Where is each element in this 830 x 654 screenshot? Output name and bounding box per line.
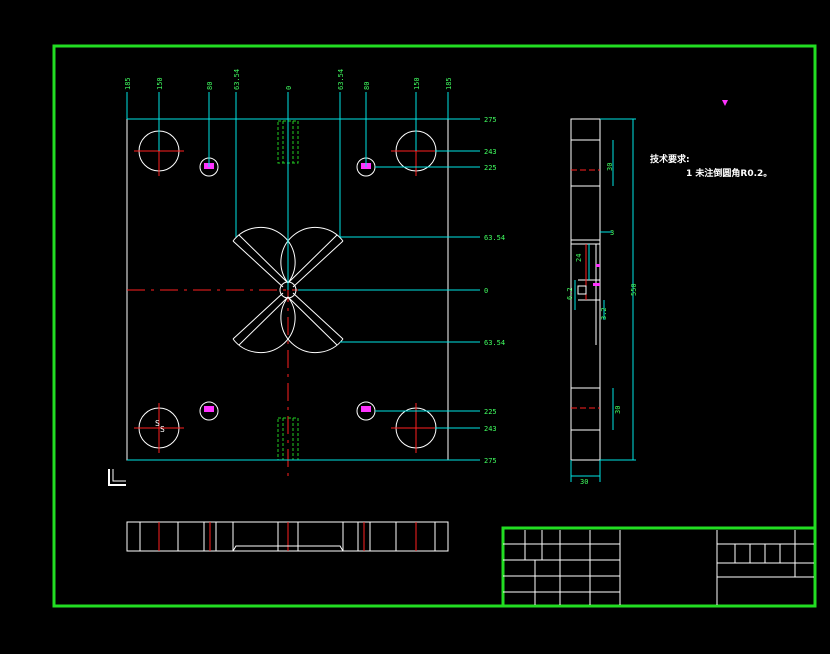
side-dim-d2: 3	[610, 229, 614, 237]
side-dim-width: 30	[580, 478, 588, 486]
right-dim-label: 63.54	[484, 339, 505, 347]
side-dim-d5: 3.2	[600, 307, 608, 320]
hole-label-s2: S	[160, 425, 165, 434]
top-dim-label: 150	[156, 77, 164, 90]
side-view: 30 3 24 6.2 3.2 550 30 30	[566, 118, 638, 486]
top-dim-label: 150	[413, 77, 421, 90]
small-hole-bottom-left	[199, 401, 219, 421]
side-dim-total: 550	[630, 283, 638, 296]
right-dim-label: 243	[484, 425, 497, 433]
top-dim-label: 80	[206, 82, 214, 90]
side-dim-d1: 30	[606, 163, 614, 171]
right-dim-label: 275	[484, 457, 497, 465]
right-dim-label: 225	[484, 164, 497, 172]
right-dim-label: 0	[484, 287, 488, 295]
drawing-border	[52, 44, 817, 608]
tech-requirements-title: 技术要求:	[650, 155, 690, 165]
top-dim-label: 63.54	[337, 69, 345, 90]
top-dimensions: 185 150 80 63.54 0 63.54 80 150 185	[124, 69, 453, 290]
side-outline	[570, 118, 601, 461]
right-dim-label: 63.54	[484, 234, 505, 242]
right-dim-label: 225	[484, 408, 497, 416]
side-dim-d6: 30	[614, 406, 622, 414]
hole-label-s1: S	[155, 419, 160, 428]
ucs-icon	[108, 469, 126, 486]
top-dim-label: 185	[445, 77, 453, 90]
side-dim-d3: 24	[575, 254, 583, 262]
side-dim-d4: 6.2	[566, 287, 574, 300]
top-dim-label: 63.54	[233, 69, 241, 90]
bottom-section-view	[126, 521, 449, 552]
small-hole-bottom-right	[356, 401, 376, 421]
cursor-marker-icon	[722, 100, 728, 106]
right-dimensions: 275 243 225 63.54 0 63.54 225 243 275	[127, 116, 505, 465]
top-dim-label: 80	[363, 82, 371, 90]
tech-requirements-item: 1 未注倒圆角R0.2。	[686, 169, 773, 179]
top-dim-label: 185	[124, 77, 132, 90]
right-dim-label: 275	[484, 116, 497, 124]
corner-hole-bottom-left	[134, 403, 184, 453]
title-block	[501, 526, 817, 608]
right-dim-label: 243	[484, 148, 497, 156]
top-dim-label: 0	[285, 86, 293, 90]
runner-channels	[232, 226, 344, 354]
